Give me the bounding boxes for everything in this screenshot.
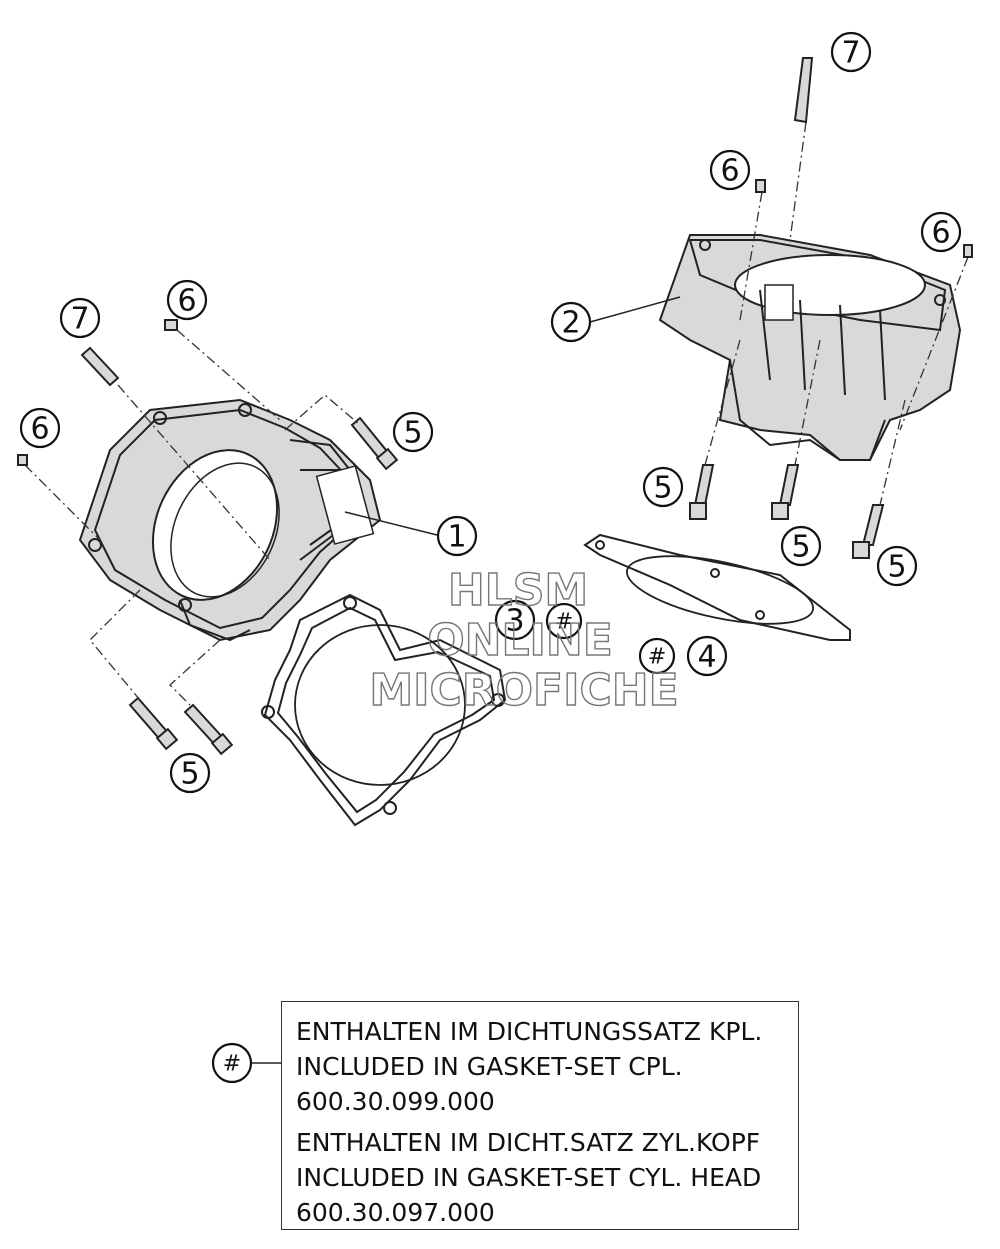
callout-4: 4: [686, 635, 728, 677]
base-gasket: [261, 593, 507, 827]
callout-2-label: 2: [561, 306, 580, 341]
screw-5-d: [689, 464, 715, 520]
callout-6-b: 6: [19, 407, 61, 449]
callout-5-b: 5: [169, 752, 211, 794]
stud-right-7: [793, 57, 814, 124]
callout-5-c-label: 5: [653, 471, 672, 506]
note-line-2: INCLUDED IN GASKET-SET CPL.: [296, 1052, 683, 1081]
note-line-4: ENTHALTEN IM DICHT.SATZ ZYL.KOPF: [296, 1128, 761, 1157]
screw-5-e: [771, 464, 800, 520]
callout-6-a-label: 6: [177, 284, 196, 319]
head-gasket: [583, 533, 851, 641]
callout-6-c-label: 6: [720, 154, 739, 189]
dowel-pins: [17, 179, 973, 466]
hash-callout-a-label: #: [555, 610, 573, 635]
screw-5-c: [183, 703, 234, 756]
callout-7-b: 7: [830, 31, 872, 73]
callout-2: 2: [550, 301, 592, 343]
note-line-3: 600.30.099.000: [296, 1087, 495, 1116]
callout-3-label: 3: [505, 604, 524, 639]
note-line-1: ENTHALTEN IM DICHTUNGSSATZ KPL.: [296, 1017, 763, 1046]
callout-1-label: 1: [447, 520, 466, 555]
callout-5-c: 5: [642, 466, 684, 508]
callout-6-d-label: 6: [931, 216, 950, 251]
callout-5-d: 5: [780, 525, 822, 567]
note-line-6: 600.30.097.000: [296, 1198, 495, 1227]
gasket-set-note: ENTHALTEN IM DICHTUNGSSATZ KPL. INCLUDED…: [281, 1001, 799, 1230]
screw-5-f: [852, 504, 885, 559]
callout-7-a: 7: [59, 297, 101, 339]
callout-4-label: 4: [697, 640, 716, 675]
hash-callout-c-label: #: [223, 1052, 241, 1077]
screw-5-a: [350, 416, 399, 471]
callout-7-a-label: 7: [70, 302, 89, 337]
callout-6-c: 6: [709, 149, 751, 191]
callout-5-e: 5: [876, 545, 918, 587]
callout-5-e-label: 5: [887, 550, 906, 585]
hash-callout-b: #: [638, 637, 676, 675]
callout-6-b-label: 6: [30, 412, 49, 447]
callout-5-a-label: 5: [403, 416, 422, 451]
callout-1: 1: [436, 515, 478, 557]
callout-7-b-label: 7: [841, 36, 860, 71]
note-line-5: INCLUDED IN GASKET-SET CYL. HEAD: [296, 1163, 762, 1192]
watermark-line-3: MICROFICHE: [369, 665, 678, 716]
callout-6-a: 6: [166, 279, 208, 321]
callout-6-d: 6: [920, 211, 962, 253]
callout-3: 3: [494, 599, 536, 641]
hash-callout-c: #: [211, 1042, 253, 1084]
hash-callout-a: #: [545, 602, 583, 640]
watermark-line-2: ONLINE: [427, 615, 613, 666]
alignment-lines: [24, 121, 969, 706]
stud-left-7: [80, 346, 120, 387]
screw-5-b: [128, 696, 179, 751]
callout-5-a: 5: [392, 411, 434, 453]
callout-5-d-label: 5: [791, 530, 810, 565]
callout-5-b-label: 5: [180, 757, 199, 792]
cylinder-front: [78, 398, 382, 642]
watermark: HLSM ONLINE MICROFICHE: [369, 564, 680, 716]
cylinder-rear: [658, 234, 962, 461]
watermark-line-1: HLSM: [448, 565, 588, 616]
hash-callout-b-label: #: [648, 645, 666, 670]
